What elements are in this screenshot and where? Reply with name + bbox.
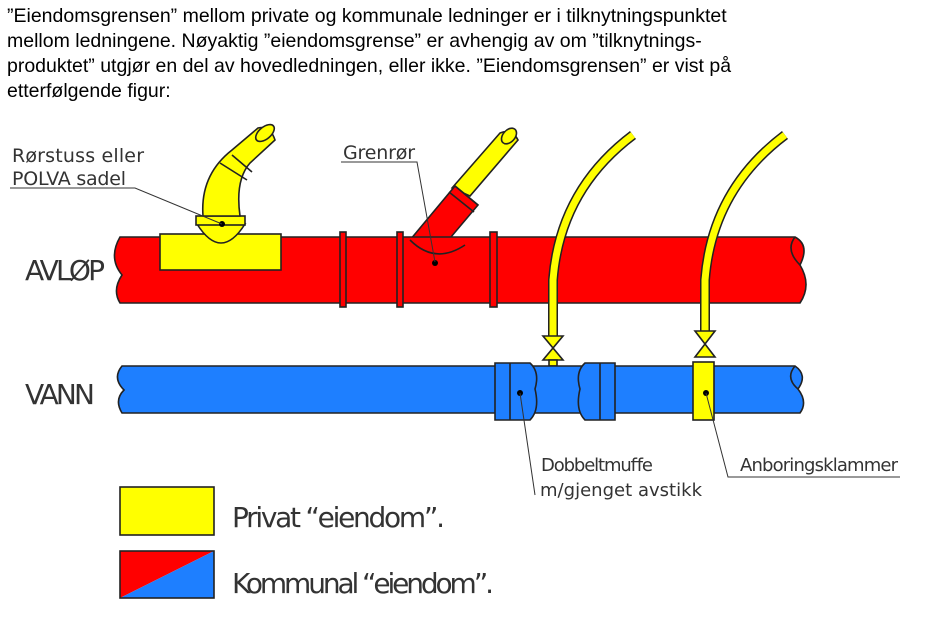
branch-marker bbox=[432, 260, 438, 266]
sewer-label: AVLØP bbox=[25, 254, 105, 287]
saddle bbox=[159, 123, 282, 271]
legend-label-private: Privat “eiendom”. bbox=[232, 501, 445, 534]
saddle-label: POLVA sadel bbox=[12, 168, 126, 190]
branch-pipe bbox=[408, 127, 519, 251]
service-line-1 bbox=[541, 131, 637, 367]
intro-paragraph: ”Eiendomsgrensen” mellom private og komm… bbox=[7, 4, 927, 104]
intro-line: produktet” utgjør en del av hovedledning… bbox=[7, 55, 732, 77]
intro-line: ”Eiendomsgrensen” mellom private og komm… bbox=[7, 5, 727, 27]
legend-swatch-municipal bbox=[119, 550, 215, 599]
intro-line: mellom ledningene. Nøyaktig ”eiendomsgre… bbox=[7, 30, 702, 52]
water-pipe bbox=[116, 361, 805, 421]
saddle-label: Rørstuss eller bbox=[12, 145, 144, 167]
service-line-2 bbox=[693, 131, 789, 358]
legend-swatch-private bbox=[119, 486, 215, 536]
sewer-pipe bbox=[113, 231, 807, 308]
coupling-label: m/gjenget avstikk bbox=[540, 480, 703, 501]
tapping-clamp bbox=[692, 361, 715, 421]
water-label: VANN bbox=[25, 378, 95, 411]
coupling-label: Dobbeltmuffe bbox=[541, 455, 653, 476]
intro-line: etterfølgende figur: bbox=[7, 80, 171, 102]
double-coupling bbox=[494, 362, 538, 421]
legend-label-municipal: Kommunal “eiendom”. bbox=[232, 567, 494, 600]
branch-label: Grenrør bbox=[343, 142, 415, 164]
clamp-label: Anboringsklammer bbox=[740, 455, 899, 476]
legend: Privat “eiendom”. Kommunal “eiendom”. bbox=[119, 486, 494, 600]
